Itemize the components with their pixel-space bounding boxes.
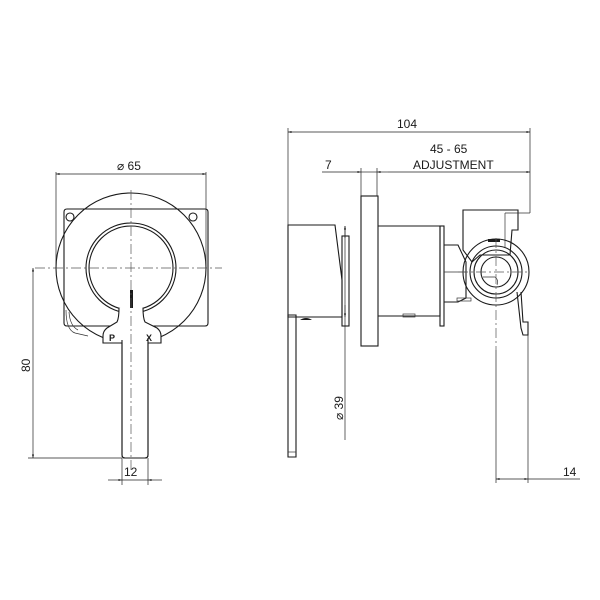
plate-corner	[65, 309, 89, 337]
mount-hole-icon	[188, 212, 198, 222]
cover-plate-side	[360, 195, 379, 347]
mounting-plate	[63, 208, 209, 327]
lever-outline	[121, 338, 149, 459]
bore-detail	[483, 276, 499, 286]
locking-tab	[516, 291, 529, 336]
mount-hole-icon	[65, 212, 75, 222]
adjustment-range: 45 - 65	[430, 142, 468, 156]
cartridge-flange	[439, 225, 445, 327]
diameter-label: ⌀ 65	[117, 159, 141, 173]
front-view: P X	[35, 190, 222, 470]
side-dimensions: 104 7 45 - 65 ADJUSTMENT ⌀ 39 14	[287, 117, 580, 483]
lever-detail	[300, 318, 312, 320]
brand-letter-left: P	[109, 333, 115, 343]
lever-handle	[102, 307, 162, 459]
plate-corner-inner	[68, 311, 79, 331]
brand-letter-right: X	[146, 333, 152, 343]
valve-stub	[444, 244, 467, 303]
overall-length-label: 104	[397, 117, 417, 131]
lever-width-label: 12	[124, 465, 138, 479]
plate-thickness-label: 7	[325, 158, 332, 172]
front-dimensions: ⌀ 65 80 12	[19, 159, 207, 485]
adjustment-label: ADJUSTMENT	[413, 158, 494, 172]
indicator-mark	[130, 290, 133, 308]
cartridge-body	[378, 225, 441, 317]
height-label: 80	[19, 358, 33, 372]
handle-body-side	[287, 224, 343, 318]
body-diameter-label: ⌀ 39	[332, 396, 346, 420]
lever-side	[287, 314, 297, 458]
sleeve	[341, 235, 350, 327]
offset-label: 14	[563, 465, 577, 479]
side-view	[287, 195, 530, 458]
